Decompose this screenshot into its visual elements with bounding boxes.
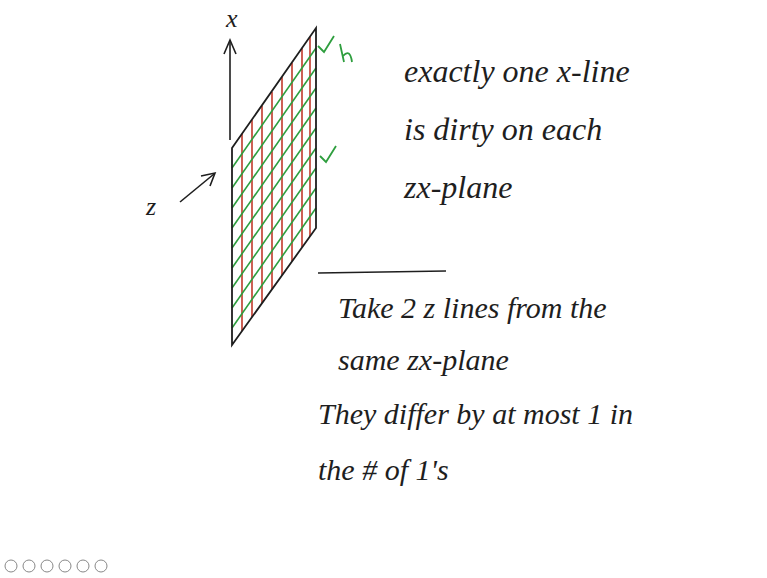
divider-line [318,271,446,273]
axes [180,40,236,202]
axis-label: z [146,192,186,222]
note-text: exactly one x-line is dirty on each zx-p… [404,42,642,216]
check-marks [318,36,352,162]
axis-label: x [226,4,266,34]
note-text: Take 2 z lines from the same zx-plane [338,282,638,386]
toolbar-icons [5,560,107,572]
note-text: They differ by at most 1 in the # of 1's [318,386,640,498]
plane-outline [232,28,316,345]
